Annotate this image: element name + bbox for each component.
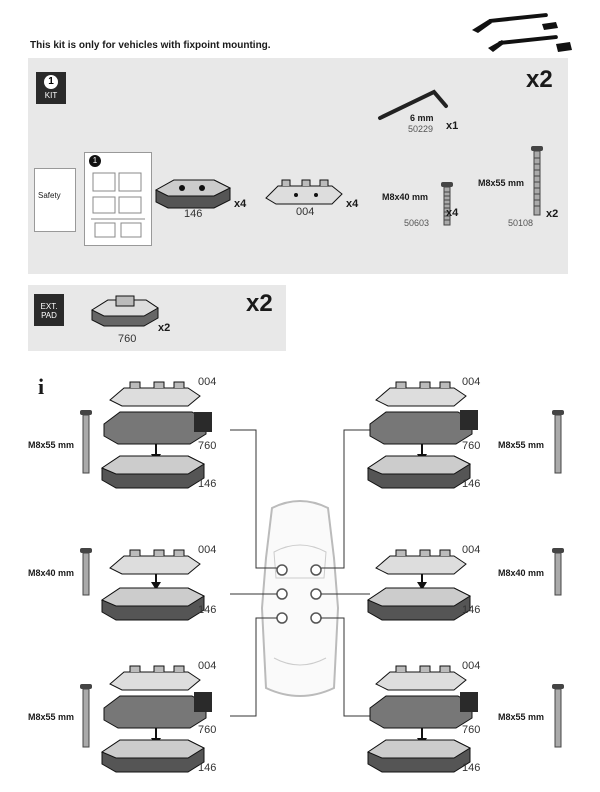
- assembly-left-top-bolt: M8x55 mm: [28, 440, 75, 450]
- hex-key-qty: x1: [446, 120, 459, 132]
- kit-number-badge: 1: [44, 75, 58, 89]
- instruction-sheet: 1: [84, 152, 152, 246]
- assembly-left-bot-bolt: M8x55 mm: [28, 712, 75, 722]
- assembly-right-top-drawing: [366, 381, 478, 489]
- assembly-left-bot-bolt-icon: [80, 684, 92, 748]
- kit-1-icon: 1 KIT: [36, 72, 66, 104]
- bolt-m8x40-icon: [441, 182, 453, 226]
- kit-label: KIT: [44, 91, 58, 100]
- assembly-right-mid-bolt-icon: [552, 548, 564, 596]
- bolt-m8x55-qty: x2: [546, 208, 559, 220]
- kit-2-multiplier: x2: [246, 290, 273, 317]
- instruction-sheet-badge: 1: [89, 155, 101, 167]
- assembly-right-top-004: 004: [462, 376, 481, 388]
- bolt-m8x40-size: M8x40 mm: [382, 192, 429, 202]
- bolt-m8x55-number: 50108: [508, 218, 534, 228]
- bolt-m8x40-number: 50603: [404, 218, 430, 228]
- ext-pad-label-2: PAD: [41, 311, 57, 320]
- assembly-right-bot-760: 760: [462, 724, 481, 736]
- assembly-left-mid-004: 004: [198, 544, 217, 556]
- assembly-right-top-bolt: M8x55 mm: [498, 440, 545, 450]
- part-760-qty: x2: [158, 322, 171, 334]
- assembly-right-bot-bolt: M8x55 mm: [498, 712, 545, 722]
- assembly-right-bot-004: 004: [462, 660, 481, 672]
- pad-760-drawing: [90, 295, 159, 327]
- bolt-m8x40-qty: x4: [446, 207, 459, 219]
- assembly-right-top-bolt-icon: [552, 410, 564, 474]
- info-icon: i: [38, 374, 45, 399]
- kit-1-multiplier: x2: [526, 66, 553, 93]
- safety-sheet: Safety: [34, 168, 76, 232]
- instruction-sheet-drawing: [91, 172, 145, 238]
- hex-key-icon: [378, 89, 448, 120]
- bracket-004-drawing: [265, 179, 343, 205]
- kit-notice: This kit is only for vehicles with fixpo…: [30, 40, 271, 51]
- bolt-m8x55-icon: [531, 146, 543, 216]
- assembly-right-bot-bolt-icon: [552, 684, 564, 748]
- assembly-right-mid-146: 146: [462, 604, 481, 616]
- part-146-qty: x4: [234, 198, 247, 210]
- assembly-right-mid-004: 004: [462, 544, 481, 556]
- assembly-right-top-146: 146: [462, 478, 481, 490]
- safety-label: Safety: [38, 191, 61, 200]
- assembly-right-mid-drawing: [366, 549, 472, 621]
- car-top-view: [260, 500, 340, 697]
- bolt-m8x55-size: M8x55 mm: [478, 178, 525, 188]
- assembly-left-bot-004: 004: [198, 660, 217, 672]
- assembly-right-top-760: 760: [462, 440, 481, 452]
- assembly-left-top-bolt-icon: [80, 410, 92, 474]
- assembly-left-bot-146: 146: [198, 762, 217, 774]
- assembly-right-bot-drawing: [366, 665, 478, 773]
- part-004-qty: x4: [346, 198, 359, 210]
- assembly-left-top-drawing: [100, 381, 212, 489]
- assembly-left-top-146: 146: [198, 478, 217, 490]
- foot-146-drawing: [154, 179, 232, 209]
- part-146-number: 146: [184, 208, 203, 220]
- assembly-left-top-760: 760: [198, 440, 217, 452]
- assembly-left-mid-bolt: M8x40 mm: [28, 568, 75, 578]
- ext-pad-label-1: EXT.: [40, 302, 58, 311]
- assembly-left-bot-760: 760: [198, 724, 217, 736]
- assembly-right-mid-bolt: M8x40 mm: [498, 568, 545, 578]
- part-004-number: 004: [296, 206, 315, 218]
- hex-key-size: 6 mm: [410, 113, 434, 123]
- assembly-left-mid-146: 146: [198, 604, 217, 616]
- hex-key-number: 50229: [408, 124, 434, 134]
- assembly-left-mid-bolt-icon: [80, 548, 92, 596]
- assembly-right-bot-146: 146: [462, 762, 481, 774]
- assembly-left-bot-drawing: [100, 665, 212, 773]
- part-760-number: 760: [118, 333, 137, 345]
- ext-pad-icon: EXT. PAD: [34, 294, 64, 326]
- assembly-left-top-004: 004: [198, 376, 217, 388]
- roof-rack-icon: [472, 13, 572, 52]
- assembly-left-mid-drawing: [100, 549, 206, 621]
